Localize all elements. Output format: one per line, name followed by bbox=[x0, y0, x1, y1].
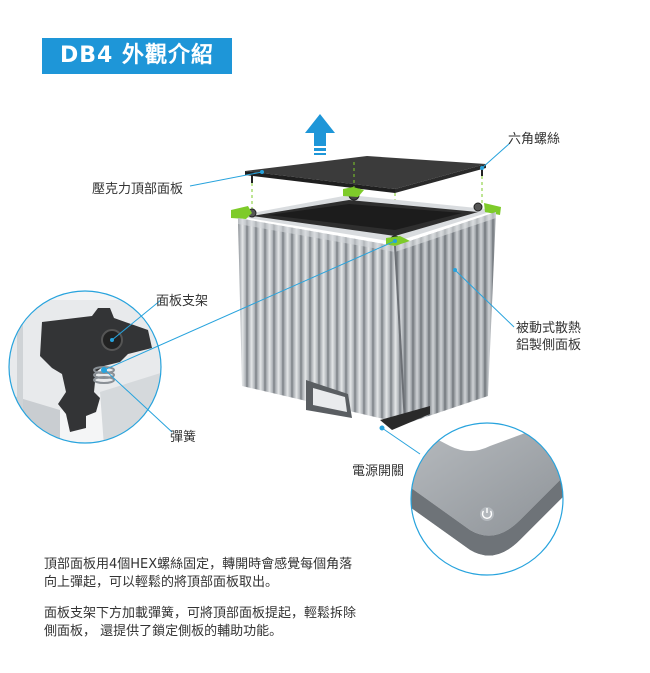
label-passive-side-panel: 被動式散熱 鋁製側面板 bbox=[516, 321, 582, 353]
chassis-body bbox=[238, 212, 496, 425]
chassis-base bbox=[306, 380, 430, 431]
leader-lines bbox=[103, 142, 515, 455]
chassis-top bbox=[231, 187, 501, 248]
bracket-zoom bbox=[8, 290, 162, 444]
power-switch-zoom bbox=[410, 422, 564, 576]
label-acrylic-top-panel: 壓克力頂部面板 bbox=[92, 182, 184, 197]
label-panel-bracket: 面板支架 bbox=[156, 294, 209, 309]
label-hex-screw: 六角螺絲 bbox=[508, 132, 561, 147]
description-paragraph-2: 面板支架下方加載彈簧，可將頂部面板提起，輕鬆拆除 側面板， 還提供了鎖定側板的輔… bbox=[44, 606, 357, 639]
page-title: DB4 外觀介紹 bbox=[42, 38, 232, 74]
acrylic-top-panel bbox=[245, 156, 486, 193]
description-paragraph-1: 頂部面板用4個HEX螺絲固定，轉開時會感覺每個角落 向上彈起，可以輕鬆的將頂部面… bbox=[44, 557, 353, 590]
label-power-switch: 電源開關 bbox=[352, 464, 405, 479]
label-spring: 彈簧 bbox=[170, 430, 197, 445]
power-icon[interactable] bbox=[480, 507, 494, 521]
up-arrow-icon bbox=[305, 114, 335, 155]
